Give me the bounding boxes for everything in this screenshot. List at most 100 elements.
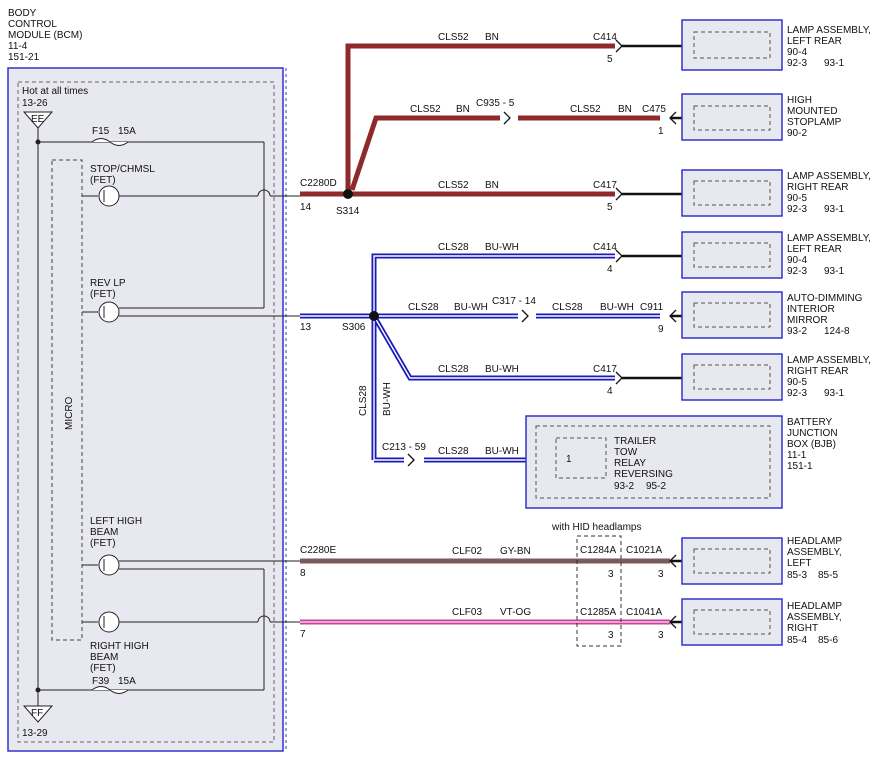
hla-l-label-2: ASSEMBLY, xyxy=(787,547,842,558)
cls28-label-b: CLS28 xyxy=(408,302,439,313)
c317-arrow xyxy=(521,309,529,323)
lar2-label-1: LAMP ASSEMBLY, xyxy=(787,233,871,244)
hla-r-inner xyxy=(693,609,771,635)
bcm-title-2: CONTROL xyxy=(8,19,57,30)
rar1-label-3: 90-5 xyxy=(787,193,807,204)
bjb-box xyxy=(525,415,783,509)
rar1-ref-1: 92-3 xyxy=(787,204,807,215)
lar2-ref-1: 92-3 xyxy=(787,266,807,277)
c417-arrow-b xyxy=(615,371,623,385)
hla-l-label-3: LEFT xyxy=(787,558,811,569)
hid-note: with HID headlamps xyxy=(551,522,641,533)
fuse-ee-triangle xyxy=(22,111,54,129)
buwh-vertical-label: BU-WH xyxy=(382,382,393,416)
lhb-fet-symbol xyxy=(98,554,120,576)
cls28-label-a: CLS28 xyxy=(438,242,469,253)
lar1-inner xyxy=(693,31,771,59)
c935-arrow xyxy=(503,111,511,125)
aim-box xyxy=(681,291,783,339)
rar1-inner xyxy=(693,180,771,206)
c417-label-a: C417 xyxy=(593,180,617,191)
lar2-label-2: LEFT REAR xyxy=(787,244,842,255)
lar1-box xyxy=(681,19,783,71)
c317-label: C317 - 14 xyxy=(492,296,536,307)
splice-s306 xyxy=(369,311,379,321)
micro-box xyxy=(51,159,83,641)
lar1-ref-1: 92-3 xyxy=(787,58,807,69)
rar1-ref-2: 93-1 xyxy=(824,204,844,215)
cls28-label-e: CLS28 xyxy=(438,446,469,457)
s306-label: S306 xyxy=(342,322,366,333)
hla-r-box xyxy=(681,598,783,646)
bcm-title-5: 151-21 xyxy=(8,52,40,63)
rev-fet-symbol xyxy=(98,301,120,323)
c414-label-a: C414 xyxy=(593,32,617,43)
relay-ref-1: 93-2 xyxy=(614,481,634,492)
lar2-ref-2: 93-1 xyxy=(824,266,844,277)
cls28-label-c: CLS28 xyxy=(552,302,583,313)
hms-box xyxy=(681,93,783,141)
bn-label-c: BN xyxy=(618,104,632,115)
lhb-fet-label-3: (FET) xyxy=(90,538,116,549)
clf03-label: CLF03 xyxy=(452,607,482,618)
pin9-label: 9 xyxy=(658,324,664,335)
c2280e-label: C2280E xyxy=(300,545,336,556)
pin3-label-a: 3 xyxy=(608,569,614,580)
pin3-label-d: 3 xyxy=(658,630,664,641)
hla-r-ref-2: 85-6 xyxy=(818,635,838,646)
components: LAMP ASSEMBLY, LEFT REAR 90-4 92-3 93-1 … xyxy=(525,19,871,646)
pin1-label: 1 xyxy=(658,126,664,137)
pin13-label: 13 xyxy=(300,322,312,333)
rhb-crossover xyxy=(257,615,271,623)
relay-label-1: TRAILER xyxy=(614,436,656,447)
lar2-box xyxy=(681,231,783,279)
bjb-label-5: 151-1 xyxy=(787,461,813,472)
hot-label: Hot at all times xyxy=(22,86,88,97)
bcm-outer-box xyxy=(7,67,284,752)
f15-name: F15 xyxy=(92,126,110,137)
rhb-fet-label-2: BEAM xyxy=(90,652,118,663)
c213-arrow xyxy=(407,453,415,467)
bjb-label-3: BOX (BJB) xyxy=(787,439,836,450)
relay-label-4: REVERSING xyxy=(614,469,673,480)
hms-label-3: STOPLAMP xyxy=(787,117,842,128)
c2280d-label: C2280D xyxy=(300,178,337,189)
cls28-wires-inner xyxy=(300,255,660,461)
bn-label-b: BN xyxy=(456,104,470,115)
bjb-label-2: JUNCTION xyxy=(787,428,838,439)
hla-r-ref-1: 85-4 xyxy=(787,635,807,646)
rar1-label-1: LAMP ASSEMBLY, xyxy=(787,171,871,182)
pin3-label-c: 3 xyxy=(608,630,614,641)
rar1-label-2: RIGHT REAR xyxy=(787,182,849,193)
micro-label: MICRO xyxy=(64,396,75,430)
hla-r-label-3: RIGHT xyxy=(787,623,818,634)
vtog-label: VT-OG xyxy=(500,607,531,618)
stop-fet-label: STOP/CHMSL xyxy=(90,164,155,175)
buwh-label-a: BU-WH xyxy=(485,242,519,253)
bn-label-a: BN xyxy=(485,32,499,43)
rhb-fet-symbol xyxy=(98,611,120,633)
circuit-cls28: 13 S306 CLS28 BU-WH C414 4 CLS28 BU-WH C… xyxy=(300,242,686,467)
c414-arrow-b xyxy=(615,249,623,263)
lar1-ref-2: 93-1 xyxy=(824,58,844,69)
c1041a-label: C1041A xyxy=(626,607,662,618)
hms-inner xyxy=(693,105,771,131)
hla-l-ref-1: 85-3 xyxy=(787,570,807,581)
buwh-label-d: BU-WH xyxy=(485,364,519,375)
rev-fet-sub: (FET) xyxy=(90,289,116,300)
pin5-label-b: 5 xyxy=(607,202,613,213)
bcm-title-1: BODY xyxy=(8,8,37,19)
circuit-headlamps: C2280E 8 7 CLF02 GY-BN CLF03 VT-OG with … xyxy=(300,522,686,647)
rar2-ref-2: 93-1 xyxy=(824,388,844,399)
cls52-label-c: CLS52 xyxy=(570,104,601,115)
bjb-inner xyxy=(535,425,771,499)
c417-arrow-a xyxy=(615,187,623,201)
rar2-ref-1: 92-3 xyxy=(787,388,807,399)
f15-rating: 15A xyxy=(118,126,136,137)
circuit-cls52: C2280D 14 S314 CLS52 BN C414 5 CLS52 BN … xyxy=(300,32,686,217)
bn-label-d: BN xyxy=(485,180,499,191)
pin4-label-a: 4 xyxy=(607,264,613,275)
stop-fet-symbol xyxy=(98,185,120,207)
hla-l-inner xyxy=(693,548,771,574)
aim-inner xyxy=(693,302,771,328)
